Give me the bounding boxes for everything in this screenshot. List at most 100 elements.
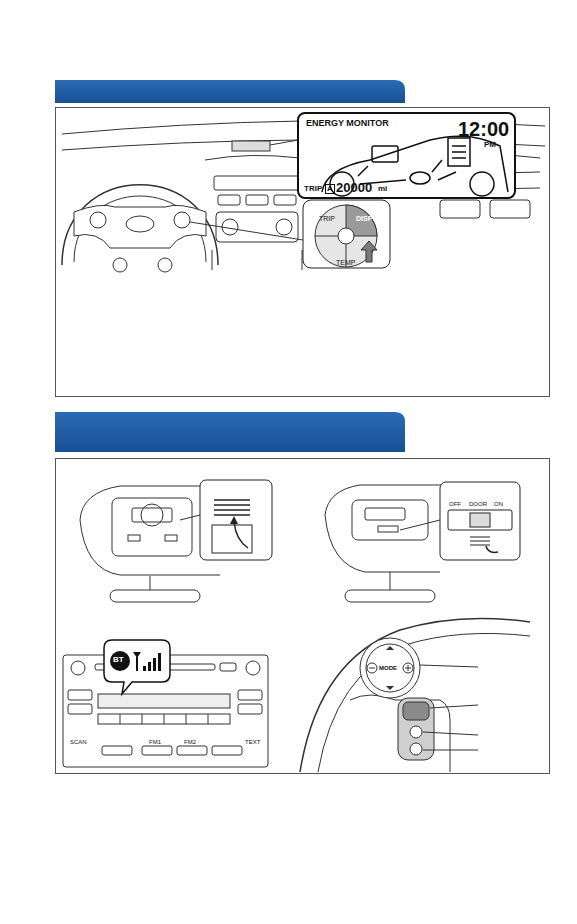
steering-switch xyxy=(174,212,190,228)
bt-badge xyxy=(110,651,130,671)
dash-line xyxy=(205,155,300,160)
band-button xyxy=(142,746,172,755)
push-arrow xyxy=(486,546,498,552)
volume-sign xyxy=(369,665,411,671)
car-wheel xyxy=(470,172,494,196)
display-screen: ENERGY MONITOR 12:00PM TRIPA20000 mi xyxy=(298,113,515,198)
lamp-switch xyxy=(128,535,140,541)
node-text: ON xyxy=(494,501,503,507)
push-arrow xyxy=(234,522,248,548)
steering-rim xyxy=(300,618,530,772)
signal-bar xyxy=(148,662,151,671)
node-text: ENERGY MONITOR xyxy=(306,119,389,128)
signal-bar xyxy=(153,658,156,671)
node-text: 20000 xyxy=(336,181,372,194)
console-line xyxy=(212,250,302,270)
off-hook-switch xyxy=(410,726,422,738)
signal-bars xyxy=(133,652,161,671)
motor-icon xyxy=(410,172,430,184)
leader-line xyxy=(180,515,200,520)
band-button xyxy=(177,746,207,755)
eject-button xyxy=(220,663,236,671)
seek-button xyxy=(68,704,92,714)
leader-line xyxy=(190,222,303,240)
steering-switch-inset: TRIPDISPTEMP xyxy=(303,200,390,268)
map-lamp-lens xyxy=(132,508,172,522)
switch-inset xyxy=(303,200,390,268)
node-text: 12:00 xyxy=(458,119,509,139)
leader-line xyxy=(420,665,478,750)
node-text: TEMP xyxy=(336,259,355,266)
console-button xyxy=(274,195,296,205)
steering-rim xyxy=(318,633,530,772)
bt-bubble xyxy=(104,640,170,694)
overhead-console xyxy=(325,485,450,602)
console-button xyxy=(218,195,240,205)
node-text: OFF xyxy=(449,501,461,507)
section-band xyxy=(55,412,405,452)
control-label: SCAN xyxy=(70,739,87,745)
control-label: FM1 xyxy=(149,739,161,745)
node-text: A xyxy=(325,184,335,194)
preset-row xyxy=(120,714,208,724)
signal-bar xyxy=(143,666,146,671)
switch-slots xyxy=(214,500,250,515)
audio-slot xyxy=(214,176,300,190)
signal-bar xyxy=(158,653,161,671)
node-text: mi xyxy=(378,185,387,193)
band-button xyxy=(212,746,242,755)
leader-line xyxy=(270,140,298,145)
leader-line xyxy=(400,520,440,530)
band-button xyxy=(102,746,132,755)
switch-slots xyxy=(470,537,490,545)
vent xyxy=(490,200,530,218)
console-frame xyxy=(352,500,428,540)
preset-row xyxy=(98,714,230,724)
switch-center xyxy=(338,228,354,244)
battery-icon xyxy=(448,138,470,166)
node-text: DOOR xyxy=(469,501,487,507)
dash-knob xyxy=(158,258,172,272)
lamp-inset xyxy=(200,480,272,560)
switch-body xyxy=(212,525,252,553)
console-outline xyxy=(325,515,440,572)
dash-knob xyxy=(113,258,127,272)
steering-wheel xyxy=(74,196,206,262)
node-text: TRIP xyxy=(304,185,322,193)
node-text: PM xyxy=(484,141,496,149)
press-arrow xyxy=(361,241,377,262)
node-text: TRIP xyxy=(319,215,335,222)
center-display xyxy=(232,141,270,151)
console-button xyxy=(246,195,268,205)
push-arrow xyxy=(230,516,238,524)
climate-knob xyxy=(276,219,292,235)
type-button xyxy=(238,704,262,714)
rear-mirror xyxy=(345,590,435,602)
energy-monitor-graphic xyxy=(322,136,508,196)
phone-switch-group xyxy=(398,698,434,760)
steering-logo xyxy=(126,216,154,232)
type-button xyxy=(238,690,262,700)
seek-button xyxy=(68,690,92,700)
section-panel xyxy=(56,108,550,397)
steering-spoke xyxy=(350,695,450,772)
steering-switch xyxy=(90,212,106,228)
mode-switch: MODE xyxy=(360,638,420,698)
flow-arrow xyxy=(358,160,456,184)
steering-wheel-closeup xyxy=(300,618,530,772)
mirror-stem xyxy=(150,576,151,590)
steering-wheel xyxy=(62,185,218,265)
engine-icon xyxy=(372,146,398,162)
section-panel xyxy=(56,459,550,774)
display-inset xyxy=(298,113,515,198)
audio-screen xyxy=(98,694,230,708)
vent xyxy=(440,200,480,218)
console-outline xyxy=(80,520,220,575)
rear-mirror xyxy=(110,590,200,602)
bluetooth-indicator: BT xyxy=(104,640,170,682)
battery-icon xyxy=(452,146,466,158)
section-band xyxy=(55,80,405,103)
steering-hub xyxy=(74,205,206,248)
audio-switch-pad xyxy=(360,638,420,698)
map-light-switch: OFF DOOR ON xyxy=(440,482,520,560)
